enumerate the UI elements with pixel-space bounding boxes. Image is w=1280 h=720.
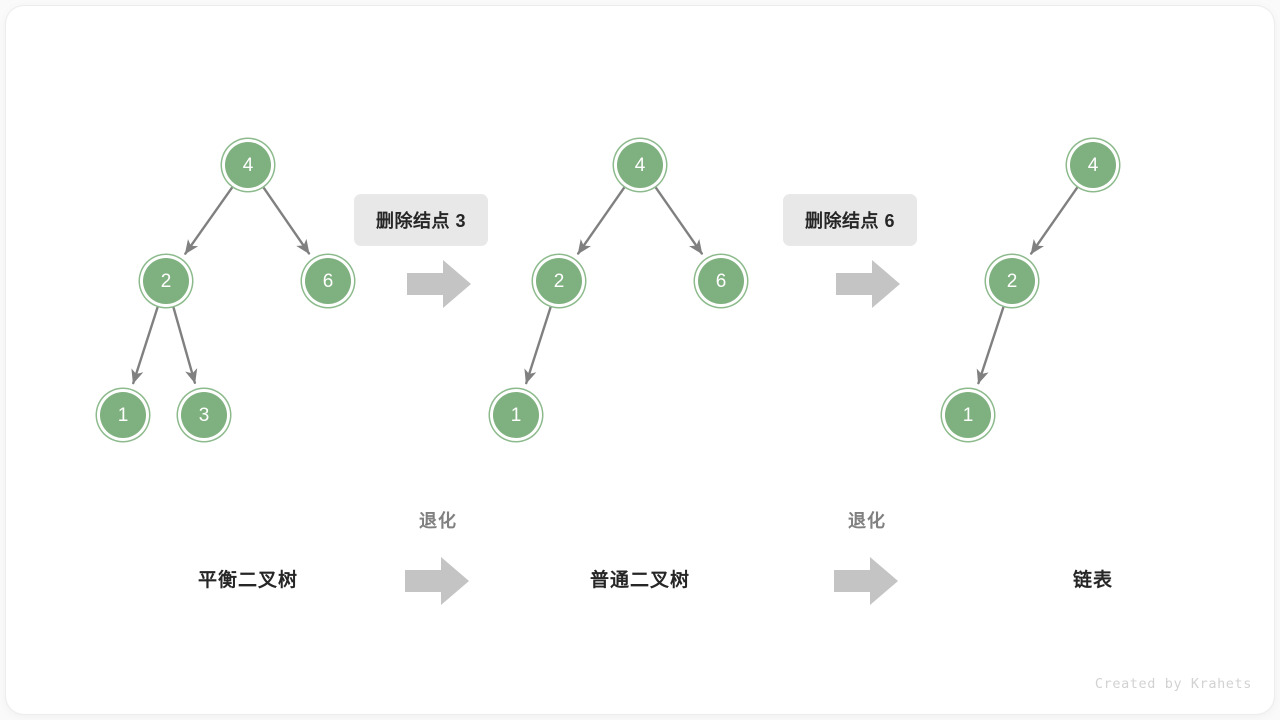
tree-node-ordinary-2: 2 — [536, 258, 582, 304]
tree-edges-layer — [131, 185, 1080, 385]
tree-edge-ordinary-4-6 — [653, 185, 704, 255]
tree-edge-ordinary-4-2 — [576, 185, 627, 255]
tree-node-ordinary-1: 1 — [493, 392, 539, 438]
tree-node-linkedlist-4: 4 — [1070, 142, 1116, 188]
stage-caption-balanced: 平衡二叉树 — [197, 570, 299, 591]
tree-node-ordinary-4: 4 — [617, 142, 663, 188]
transition-arrow-top-t2 — [836, 260, 900, 308]
transition-arrow-bottom-t1 — [405, 557, 469, 605]
tree-node-balanced-6: 6 — [305, 258, 351, 304]
tree-edge-linkedlist-4-2 — [1029, 185, 1080, 255]
tree-node-balanced-1: 1 — [100, 392, 146, 438]
tree-edge-ordinary-2-1 — [524, 305, 553, 385]
operation-chip-t2: 删除结点 6 — [783, 194, 918, 246]
transition-arrow-top-t1 — [407, 260, 471, 308]
tree-edge-balanced-4-6 — [261, 185, 311, 255]
operation-chip-t1: 删除结点 3 — [354, 194, 489, 246]
tree-edge-linkedlist-2-1 — [976, 304, 1005, 385]
watermark-credit: Created by Krahets — [1094, 676, 1252, 692]
tree-node-balanced-2: 2 — [143, 258, 189, 304]
tree-node-linkedlist-1: 1 — [945, 392, 991, 438]
tree-node-balanced-4: 4 — [225, 142, 271, 188]
tree-edge-balanced-2-3 — [172, 305, 198, 384]
tree-edge-balanced-2-1 — [131, 305, 160, 385]
degrade-label-t2: 退化 — [848, 511, 886, 531]
transition-arrow-bottom-t2 — [834, 557, 898, 605]
degrade-label-t1: 退化 — [419, 511, 457, 531]
stage-caption-linkedlist: 链表 — [1072, 570, 1114, 591]
stage-caption-ordinary: 普通二叉树 — [589, 570, 691, 591]
tree-node-linkedlist-2: 2 — [989, 258, 1035, 304]
tree-node-ordinary-6: 6 — [698, 258, 744, 304]
tree-node-balanced-3: 3 — [181, 392, 227, 438]
tree-edge-balanced-4-2 — [184, 185, 234, 255]
